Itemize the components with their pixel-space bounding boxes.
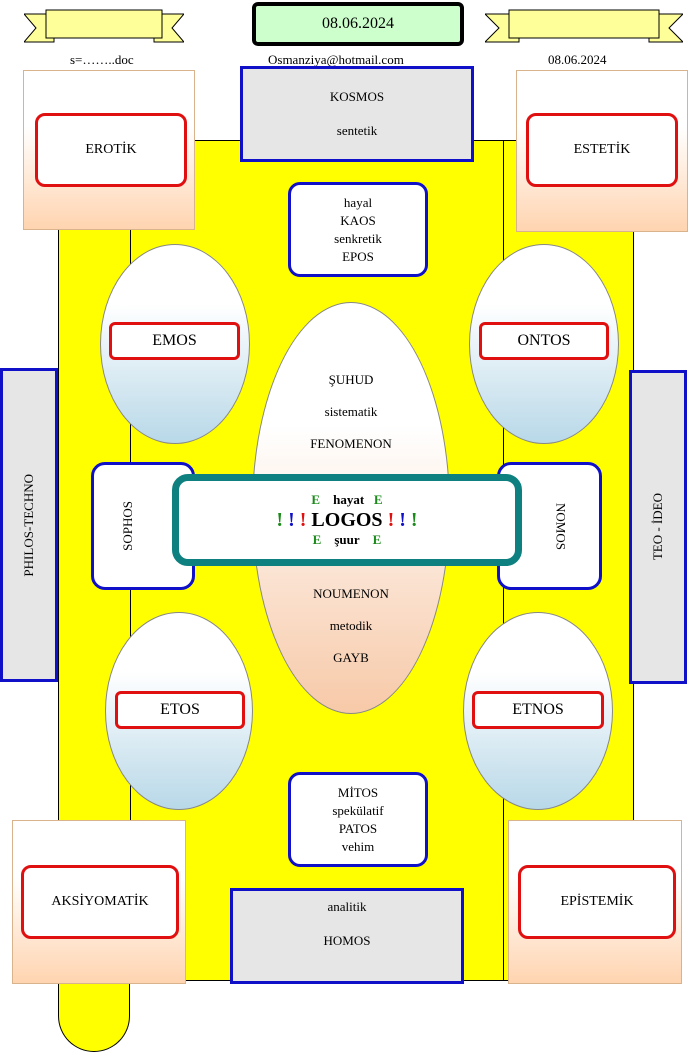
- analitik-label: analitik: [327, 899, 367, 914]
- gayb-label: GAYB: [333, 650, 369, 665]
- date-box-text: 08.06.2024: [322, 15, 394, 32]
- mitos-box: MİTOS spekülatif PATOS vehim: [288, 772, 428, 867]
- philos-techno-label: PHILOS-TECHNO: [21, 473, 36, 577]
- nomos-label: NOMOS: [553, 502, 569, 550]
- center-ellipse-bottom-text: NOUMENON metodik GAYB: [252, 576, 450, 676]
- etnos-box: ETNOS: [472, 691, 604, 729]
- etnos-label: ETNOS: [512, 701, 564, 718]
- philos-techno-box: PHILOS-TECHNO: [0, 368, 58, 682]
- right-ribbon-banner: [485, 9, 683, 43]
- epistemik-box: EPİSTEMİK: [518, 865, 676, 939]
- kaos-label: KAOS: [340, 212, 376, 228]
- sentetik-label: sentetik: [336, 123, 378, 138]
- kaos-box: hayal KAOS senkretik EPOS: [288, 182, 428, 277]
- vehim-label: vehim: [341, 838, 375, 854]
- emos-label: EMOS: [152, 332, 197, 349]
- epos-label: EPOS: [342, 248, 374, 264]
- ontos-box: ONTOS: [479, 322, 609, 360]
- exclamation-mark: !: [387, 509, 395, 531]
- epistemik-label: EPİSTEMİK: [560, 894, 634, 909]
- teo-ideo-box: TEO - İDEO: [629, 370, 687, 684]
- exclamation-mark: !: [276, 509, 284, 531]
- erotik-label: EROTİK: [85, 142, 137, 157]
- corner-top-right: ESTETİK: [516, 70, 688, 232]
- fenomenon-label: FENOMENON: [310, 436, 392, 451]
- exclamation-mark: !: [410, 509, 418, 531]
- sophos-label: SOPHOS: [120, 501, 135, 551]
- estetik-box: ESTETİK: [526, 113, 678, 187]
- file-label: s=……..doc: [70, 52, 134, 67]
- homos-label: HOMOS: [323, 933, 371, 948]
- suhud-label: ŞUHUD: [328, 372, 374, 387]
- right-date-label: 08.06.2024: [548, 52, 607, 67]
- ontos-label: ONTOS: [517, 332, 571, 349]
- teo-ideo-label: TEO - İDEO: [650, 493, 665, 561]
- corner-bottom-left: AKSİYOMATİK: [12, 820, 186, 984]
- erotik-box: EROTİK: [35, 113, 187, 187]
- date-box: 08.06.2024: [252, 2, 464, 46]
- senkretik-label: senkretik: [334, 230, 382, 246]
- email-label: Osmanziya@hotmail.com: [268, 52, 404, 67]
- logos-title-line: ! ! ! LOGOS ! ! !: [276, 508, 417, 532]
- logos-box: E hayat E ! ! ! LOGOS ! ! ! E şuur E: [172, 474, 522, 566]
- corner-bottom-right: EPİSTEMİK: [508, 820, 682, 984]
- kosmos-label: KOSMOS: [329, 89, 385, 104]
- suur-label: şuur: [334, 532, 360, 547]
- aksiyomatik-box: AKSİYOMATİK: [21, 865, 179, 939]
- e-mark-right-bottom: E: [372, 532, 382, 547]
- mitos-label: MİTOS: [337, 784, 379, 800]
- exclamation-mark: !: [288, 509, 295, 531]
- spekulatif-label: spekülatif: [332, 802, 384, 818]
- noumenon-label: NOUMENON: [313, 586, 389, 601]
- hayat-line: E hayat E: [311, 492, 382, 508]
- e-mark-right-top: E: [373, 492, 383, 507]
- aksiyomatik-label: AKSİYOMATİK: [51, 894, 149, 909]
- exclamation-mark: !: [399, 509, 406, 531]
- sistematik-label: sistematik: [324, 404, 378, 419]
- hayal-label: hayal: [343, 194, 373, 210]
- e-mark-left-top: E: [311, 492, 321, 507]
- kosmos-box: KOSMOS sentetik: [240, 66, 474, 162]
- metodik-label: metodik: [329, 618, 373, 633]
- hayat-label: hayat: [333, 492, 365, 507]
- patos-label: PATOS: [338, 820, 378, 836]
- exclamation-mark: !: [299, 509, 307, 531]
- e-mark-left-bottom: E: [312, 532, 322, 547]
- emos-box: EMOS: [109, 322, 240, 360]
- estetik-label: ESTETİK: [573, 142, 631, 157]
- homos-box: analitik HOMOS: [230, 888, 464, 984]
- left-ribbon-banner: [24, 9, 184, 43]
- logos-title: LOGOS: [311, 509, 383, 531]
- suur-line: E şuur E: [313, 532, 382, 548]
- center-ellipse-top-text: ŞUHUD sistematik FENOMENON: [252, 362, 450, 462]
- etos-box: ETOS: [115, 691, 245, 729]
- corner-top-left: EROTİK: [23, 70, 195, 230]
- etos-label: ETOS: [160, 701, 200, 718]
